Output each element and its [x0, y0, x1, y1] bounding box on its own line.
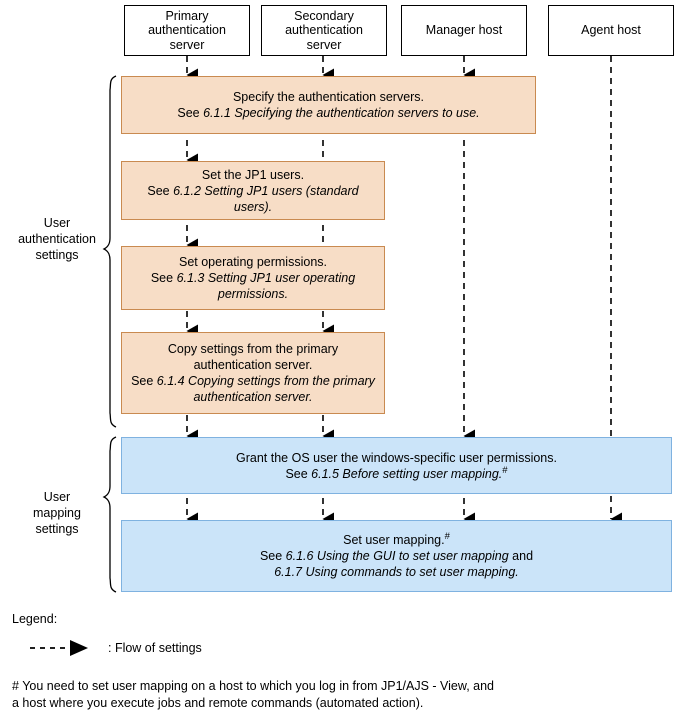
host-label-secondary-line1: Secondary [294, 8, 354, 23]
step-set-operating-permissions[interactable]: Set operating permissions. See 6.1.3 Set… [121, 246, 385, 310]
step-6-see-join: and [508, 549, 534, 563]
step-set-jp1-users[interactable]: Set the JP1 users. See 6.1.2 Setting JP1… [121, 161, 385, 220]
step-2-see-ref: 6.1.2 Setting JP1 users (standard users)… [173, 183, 359, 214]
step-4-see-ref: 6.1.4 Copying settings from the primary … [156, 374, 375, 404]
group-label-user-authentication-settings: User authentication settings [8, 215, 106, 263]
footnote-user-mapping: # You need to set user mapping on a host… [12, 678, 612, 712]
step-3-see-ref: 6.1.3 Setting JP1 user operating permiss… [176, 271, 356, 301]
step-2-see-prefix: See [147, 183, 174, 198]
step-6-heading-marker: # [444, 530, 450, 542]
host-label-agent: Agent host [581, 23, 641, 38]
step-1-heading: Specify the authentication servers. [232, 90, 425, 104]
step-1-reference: See 6.1.1 Specifying the authentication … [177, 105, 479, 121]
step-6-see-ref-2: 6.1.7 Using commands to set user mapping… [274, 565, 519, 579]
step-2-heading: Set the JP1 users. [201, 167, 305, 182]
step-4-see-prefix: See [131, 374, 157, 388]
step-6-heading-text: Set user mapping. [343, 533, 445, 547]
footnote-line2: a host where you execute jobs and remote… [12, 696, 424, 710]
step-set-user-mapping[interactable]: Set user mapping.# See 6.1.6 Using the G… [121, 520, 672, 592]
step-4-reference: See 6.1.4 Copying settings from the prim… [128, 373, 378, 405]
footnote-line1: # You need to set user mapping on a host… [12, 679, 495, 693]
step-1-see-ref: 6.1.1 Specifying the authentication serv… [203, 106, 480, 120]
legend-dashed-arrow-icon [30, 640, 88, 656]
step-3-see-prefix: See [150, 271, 177, 285]
step-6-see-prefix: See [259, 549, 286, 563]
step-5-heading: Grant the OS user the windows-specific u… [236, 450, 557, 465]
host-label-manager: Manager host [425, 23, 503, 38]
step-5-reference: See 6.1.5 Before setting user mapping.# [285, 464, 508, 482]
step-5-see-prefix: See [285, 466, 312, 481]
host-box-primary[interactable]: Primary authentication server [124, 5, 250, 56]
group-label-user-mapping-settings: User mapping settings [8, 489, 106, 537]
host-label-primary-line1: Primary [165, 8, 209, 23]
host-label-secondary-line2: authentication [285, 23, 363, 38]
step-copy-settings-from-primary[interactable]: Copy settings from the primary authentic… [121, 332, 385, 414]
step-4-heading: Copy settings from the primary authentic… [167, 342, 339, 372]
step-6-heading: Set user mapping.# [343, 532, 450, 548]
step-2-reference: See 6.1.2 Setting JP1 users (standard us… [128, 183, 378, 215]
step-grant-os-user-permissions[interactable]: Grant the OS user the windows-specific u… [121, 437, 672, 494]
group-1-line2: authentication [18, 232, 96, 246]
step-6-see-ref-1: 6.1.6 Using the GUI to set user mapping [285, 549, 509, 563]
legend-title: Legend: [12, 612, 58, 626]
step-5-footnote-marker: # [502, 464, 508, 476]
group-2-line2: mapping [33, 506, 81, 520]
step-3-heading: Set operating permissions. [179, 255, 327, 269]
group-2-line3: settings [35, 522, 79, 536]
legend-entry-flow-of-settings: : Flow of settings [108, 641, 202, 655]
step-6-reference-line1: See 6.1.6 Using the GUI to set user mapp… [260, 548, 533, 564]
host-label-primary-line3: server [169, 37, 205, 52]
step-3-reference: See 6.1.3 Setting JP1 user operating per… [128, 270, 378, 302]
host-box-agent[interactable]: Agent host [548, 5, 674, 56]
group-1-line3: settings [35, 248, 79, 262]
step-specify-authentication-servers[interactable]: Specify the authentication servers. See … [121, 76, 536, 134]
host-label-primary-line2: authentication [148, 23, 226, 38]
step-5-see-ref: 6.1.5 Before setting user mapping. [311, 466, 503, 481]
group-1-line1: User [43, 216, 71, 230]
host-label-secondary-line3: server [306, 37, 342, 52]
host-box-secondary[interactable]: Secondary authentication server [261, 5, 387, 56]
group-2-line1: User [43, 490, 71, 504]
host-box-manager[interactable]: Manager host [401, 5, 527, 56]
step-1-see-prefix: See [177, 106, 204, 120]
